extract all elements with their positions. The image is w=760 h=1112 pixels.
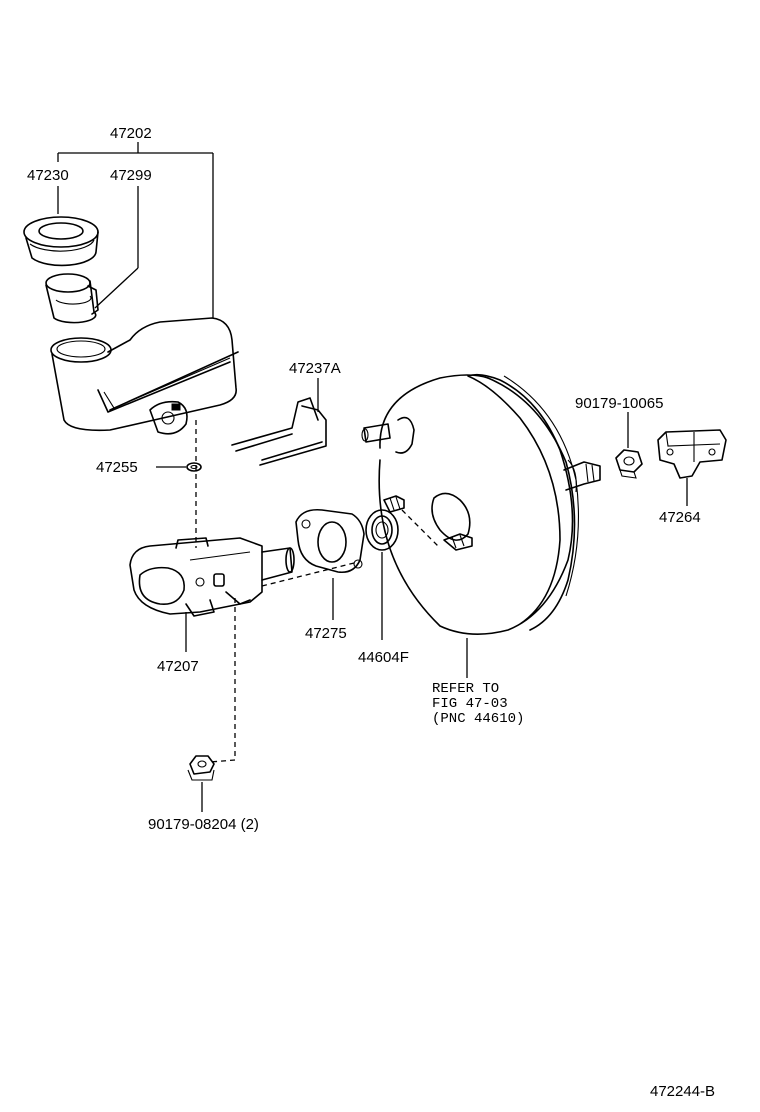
- reservoir-tank-icon: [50, 317, 239, 435]
- master-cylinder-icon: [129, 537, 295, 617]
- label-47299: 47299: [110, 167, 152, 184]
- label-47230: 47230: [27, 167, 69, 184]
- gasket-icon: [295, 508, 365, 574]
- label-90179-10065: 90179-10065: [575, 395, 663, 412]
- part-labels: 47202 47230 47299 47255 47237A 47207 472…: [27, 125, 715, 1100]
- nut-icon: [615, 449, 643, 479]
- figure-code: 472244-B: [650, 1083, 715, 1100]
- grommet-icon: [186, 462, 202, 472]
- label-47202: 47202: [110, 125, 152, 142]
- label-90179-08204: 90179-08204 (2): [148, 816, 259, 833]
- label-47255: 47255: [96, 459, 138, 476]
- bracket-icon: [657, 429, 727, 479]
- label-44604f: 44604F: [358, 649, 409, 666]
- assembly-dash-lines: [195, 420, 441, 763]
- retaining-pin-icon: [231, 397, 327, 466]
- refer-line-3: (PNC 44610): [432, 711, 524, 727]
- flange-nut-icon: [187, 755, 215, 781]
- reservoir-strainer-icon: [45, 273, 99, 324]
- label-47207: 47207: [157, 658, 199, 675]
- refer-line-2: FIG 47-03: [432, 696, 508, 712]
- leader-lines: [57, 142, 688, 812]
- label-47275: 47275: [305, 625, 347, 642]
- brake-booster-icon: [361, 373, 601, 635]
- label-47237a: 47237A: [289, 360, 341, 377]
- reservoir-cap-icon: [23, 216, 99, 267]
- label-47264: 47264: [659, 509, 701, 526]
- refer-line-1: REFER TO: [432, 681, 499, 697]
